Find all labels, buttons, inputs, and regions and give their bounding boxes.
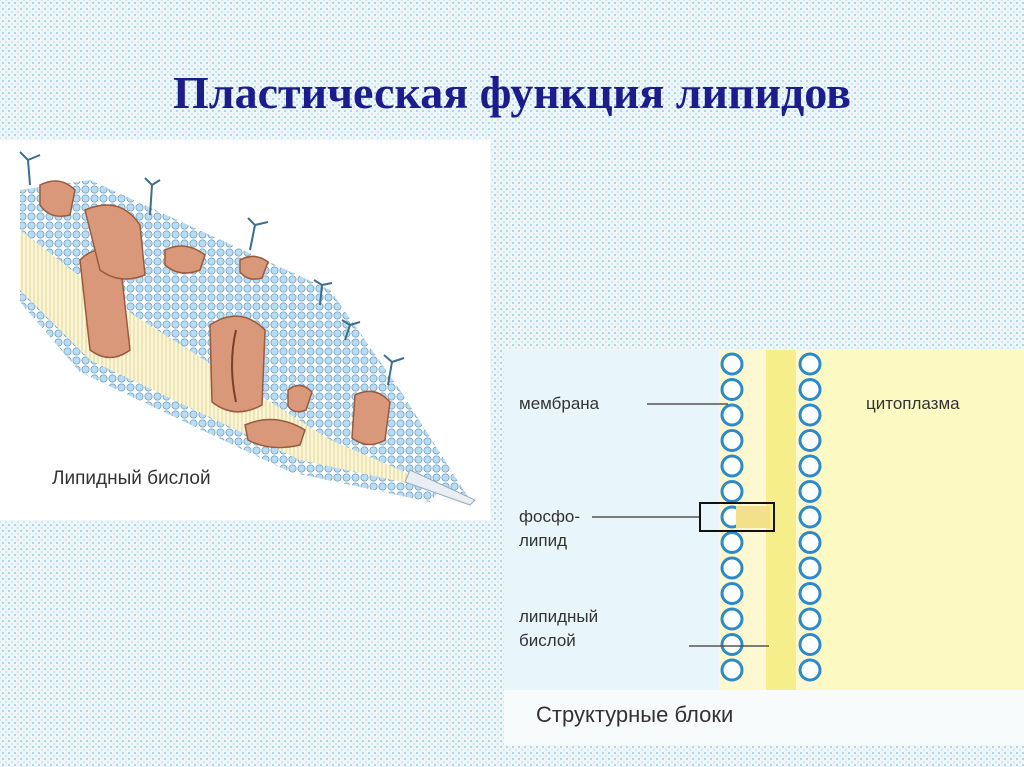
lipid-bilayer-caption: Липидный бислой [52,468,211,489]
structural-blocks-caption: Структурные блоки [536,702,734,727]
phospholipid-head [720,556,744,580]
phospholipid-head [720,429,744,452]
structural-blocks-figure: мембрана цитоплазма фосфо- липид липидны… [504,350,1024,745]
phospholipid-head [720,454,744,478]
phospholipid-head [798,505,822,529]
phospholipid-head [798,531,822,554]
phospholipid-head [798,480,822,503]
phospholipid-head [798,378,822,401]
phospholipid-head [798,658,822,682]
phospholipid-head [798,633,822,656]
label-membrane: мембрана [519,394,600,413]
phospholipid-head [720,633,744,656]
phospholipid-head [798,429,822,452]
phospholipid-head [720,352,744,376]
phospholipid-head [720,607,744,631]
phospholipid-head [798,556,822,580]
bilayer-schematic [504,350,1024,690]
phospholipid-head [798,352,822,376]
label-phospholipid-1: фосфо- [519,507,581,526]
phospholipid-head [720,480,744,503]
phospholipid-head [720,403,744,427]
slide-title: Пластическая функция липидов [172,67,851,118]
phospholipid-head [720,531,744,554]
phospholipid-head [720,658,744,682]
phospholipid-head [720,378,744,401]
label-bilayer-2: бислой [519,631,576,650]
phospholipid-head [798,607,822,631]
label-cytoplasm: цитоплазма [866,394,960,413]
phospholipid-head [798,582,822,605]
label-phospholipid-2: липид [519,531,568,550]
label-bilayer-1: липидный [519,607,599,626]
lipid-bilayer-figure: Липидный бислой [0,140,490,520]
phospholipid-head [798,454,822,478]
phospholipid-head [798,403,822,427]
membrane-illustration [19,151,476,506]
phospholipid-head [720,582,744,605]
